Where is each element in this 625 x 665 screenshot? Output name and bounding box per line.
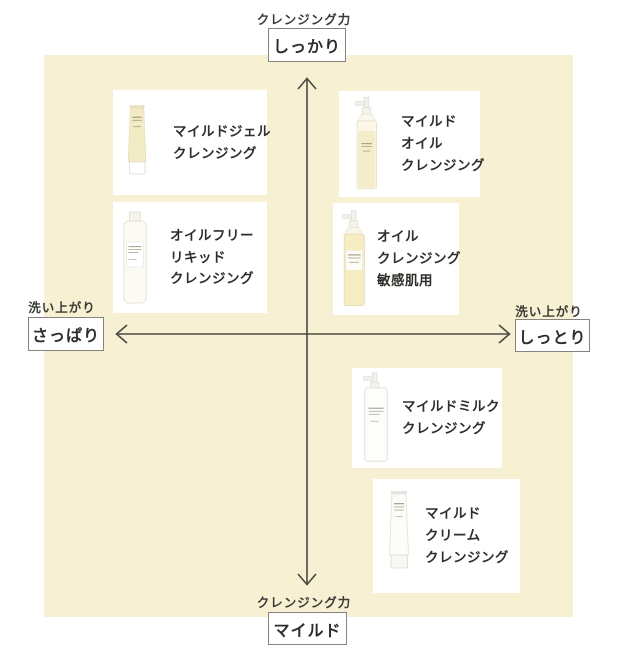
right-axis-end-box: しっとり xyxy=(515,319,590,352)
yellow-tube-icon xyxy=(127,104,147,174)
top-axis-end-box: しっかり xyxy=(268,28,346,62)
bottom-axis-label: クレンジング力 xyxy=(256,596,352,610)
pump-bottle-icon xyxy=(342,210,365,307)
product-card-mild-milk-cleansing: マイルドミルク クレンジング xyxy=(352,368,502,468)
product-card-mild-oil-cleansing: マイルド オイル クレンジング xyxy=(339,91,485,197)
product-name: オイル クレンジング 敏感肌用 xyxy=(377,229,461,288)
product-name: マイルドミルク クレンジング xyxy=(402,399,500,436)
product-card-oil-free-liquid-cleansing: オイルフリー リキッド クレンジング xyxy=(113,202,267,313)
bottom-axis-end-box: マイルド xyxy=(268,612,347,645)
clear-bottle-icon xyxy=(123,211,147,303)
top-axis-end-label: しっかり xyxy=(272,39,341,56)
bottom-axis-end-label: マイルド xyxy=(273,622,342,640)
white-tube-icon xyxy=(389,491,409,569)
pump-bottle-icon xyxy=(363,372,388,462)
product-name: マイルド オイル クレンジング xyxy=(401,114,485,173)
left-axis-end-box: さっぱり xyxy=(28,317,104,351)
product-card-oil-cleansing-sensitive-skin: オイル クレンジング 敏感肌用 xyxy=(333,203,461,315)
product-name: マイルド クリーム クレンジング xyxy=(425,506,509,565)
product-card-mild-gel-cleansing: マイルドジェル クレンジング xyxy=(113,90,271,195)
product-name: マイルドジェル クレンジング xyxy=(173,123,271,161)
top-axis-label: クレンジング力 xyxy=(256,13,352,27)
product-name: オイルフリー リキッド クレンジング xyxy=(170,227,254,287)
right-axis-end-label: しっとり xyxy=(518,329,587,347)
product-card-mild-cream-cleansing: マイルド クリーム クレンジング xyxy=(373,479,520,593)
right-axis-label: 洗い上がり xyxy=(515,305,583,319)
pump-bottle-icon xyxy=(355,96,377,190)
left-axis-label: 洗い上がり xyxy=(28,301,96,315)
left-axis-end-label: さっぱり xyxy=(31,328,100,345)
